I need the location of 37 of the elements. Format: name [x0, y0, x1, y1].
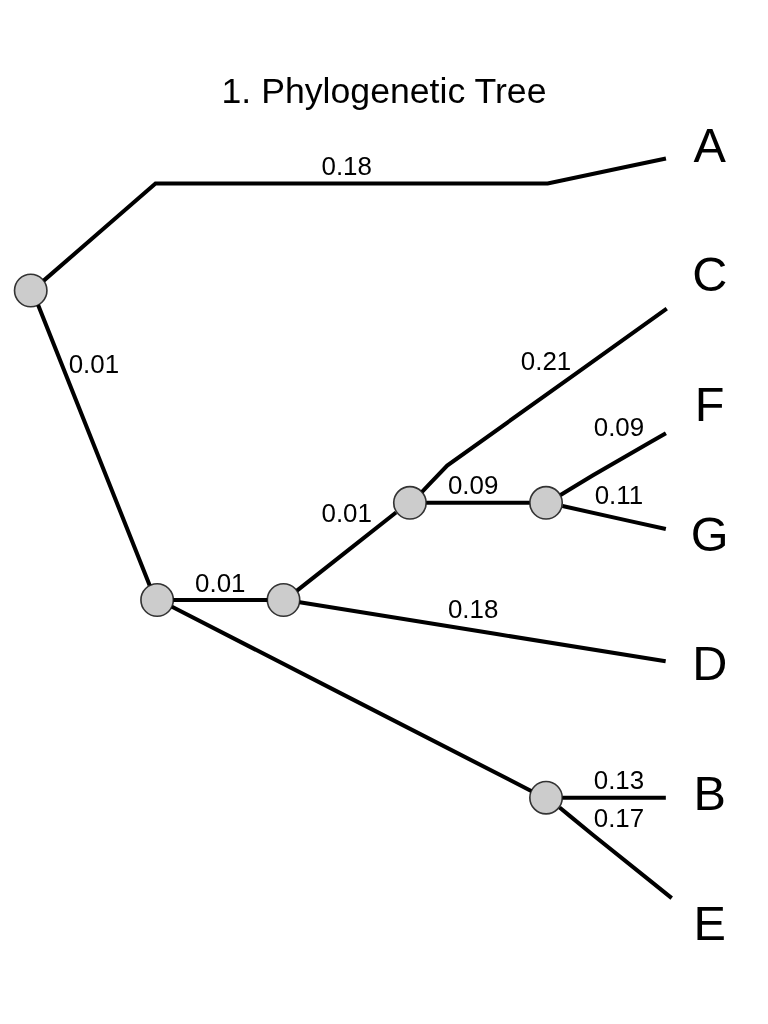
diagram-title: 1. Phylogenetic Tree [221, 70, 547, 111]
connector [173, 597, 268, 602]
edge-label: 0.17 [593, 803, 645, 832]
connector [295, 510, 398, 592]
connector [559, 430, 667, 497]
connector [171, 604, 533, 793]
edge-label: 0.01 [195, 568, 246, 597]
edge-label: 0.13 [593, 765, 645, 794]
node-text: F [694, 376, 725, 431]
node-circle [529, 780, 564, 815]
edge-label: 0.09 [593, 412, 645, 441]
connector [420, 306, 668, 493]
node-circle [266, 582, 301, 617]
node-circle [529, 485, 564, 520]
node-circle [13, 273, 48, 307]
connector [562, 795, 666, 800]
edge-label: 0.09 [447, 470, 499, 499]
node-text: E [693, 895, 726, 949]
node-text: A [693, 117, 726, 172]
node-circle [140, 582, 175, 617]
node-text: B [693, 765, 726, 820]
edge-label: 0.01 [68, 349, 120, 378]
node-text: D [692, 635, 728, 690]
node-text: G [690, 506, 729, 561]
connector [42, 155, 667, 282]
edge-label: 0.21 [520, 346, 572, 375]
node-circle [392, 485, 427, 520]
connector [299, 599, 666, 663]
edge-label: 0.01 [321, 498, 372, 527]
edge-label: 0.18 [321, 151, 372, 180]
connector [558, 805, 673, 900]
node-text: C [692, 246, 728, 301]
connector [562, 503, 667, 531]
edge-label: 0.11 [594, 480, 644, 509]
connector [426, 500, 530, 505]
edge-label: 0.18 [447, 594, 499, 623]
connector [36, 303, 152, 586]
